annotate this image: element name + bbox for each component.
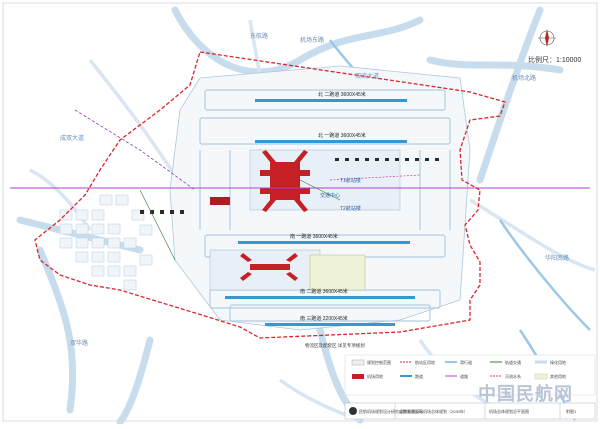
legend-swatch-1 <box>351 359 365 366</box>
legend-label-4: 跑道 <box>415 373 423 379</box>
place-label-top-2: 机场东路 <box>300 36 324 44</box>
footer-num: 附图1 <box>566 408 577 414</box>
terminal-south <box>240 253 298 281</box>
org-logo-icon <box>349 407 357 415</box>
legend: 规划控制范围 机场用地 航站区用地 跑道 滑行道 道路 轨道交通 河流水系 绿化… <box>344 354 596 396</box>
runway-labels: 北 二跑道 3600X45米 北 一跑道 3600X45米 南 一跑道 3600… <box>290 91 366 322</box>
place-label-t2: T2航站楼 <box>340 205 361 212</box>
legend-label-5: 滑行道 <box>460 359 472 365</box>
north-buildings <box>140 158 439 214</box>
place-label-right-1: 机场北路 <box>512 74 536 82</box>
legend-label-6: 道路 <box>460 373 468 379</box>
runway-label-south-3: 南 三跑道 2200X45米 <box>300 315 348 322</box>
scale-label: 比例尺：1:10000 <box>528 55 581 64</box>
legend-label-1: 规划控制范围 <box>367 359 391 365</box>
runway-label-south-1: 南 一跑道 3600X45米 <box>290 233 338 240</box>
legend-label-10: 其他用地 <box>550 373 566 379</box>
place-labels: 东航路 机场东路 双流大道 机场北路 华阳南路 成双大道 双华路 T1航站楼 T… <box>60 32 569 349</box>
place-label-top-1: 东航路 <box>250 32 268 40</box>
compass-icon <box>538 29 556 47</box>
runway-label-south-2: 南 二跑道 3600X45米 <box>300 288 348 295</box>
footer-title: 成都双流国际机场总体规划（2030年） <box>399 408 468 414</box>
place-label-right-2: 华阳南路 <box>545 254 569 262</box>
runway-label-north-1: 北 一跑道 3600X45米 <box>318 132 366 139</box>
place-label-river: 双流大道 <box>355 72 379 80</box>
place-label-bottom-note: 物流区及配套区 详见专项规划 <box>305 342 365 349</box>
footer-org: 民航机场规划设计研究总院有限公司 <box>359 408 423 414</box>
city-blocks-left <box>59 194 153 291</box>
legend-swatch-10 <box>534 373 548 380</box>
planning-boundary <box>34 51 506 339</box>
legend-label-2: 机场用地 <box>367 373 383 379</box>
place-label-t1: T1航站楼 <box>340 177 361 184</box>
place-label-transport: 交通中心 <box>320 192 340 199</box>
legend-label-7: 轨道交通 <box>505 359 521 365</box>
legend-swatch-2 <box>352 374 364 379</box>
watermark: 中国民航网 <box>478 383 573 404</box>
place-label-left-road: 成双大道 <box>60 134 84 142</box>
place-label-bottom-road: 双华路 <box>70 339 88 347</box>
legend-label-8: 河流水系 <box>505 373 521 379</box>
legend-label-3: 航站区用地 <box>415 359 435 365</box>
rail-lines <box>10 109 590 261</box>
footer-drawing: 机场总体规划总平面图 <box>489 408 529 414</box>
runway-label-north-2: 北 二跑道 3600X45米 <box>318 91 366 98</box>
title-block: 民航机场规划设计研究总院有限公司 成都双流国际机场总体规划（2030年） 机场总… <box>344 402 596 420</box>
runways <box>225 99 415 326</box>
terminal-north <box>210 150 310 212</box>
legend-label-9: 绿化用地 <box>550 359 566 365</box>
